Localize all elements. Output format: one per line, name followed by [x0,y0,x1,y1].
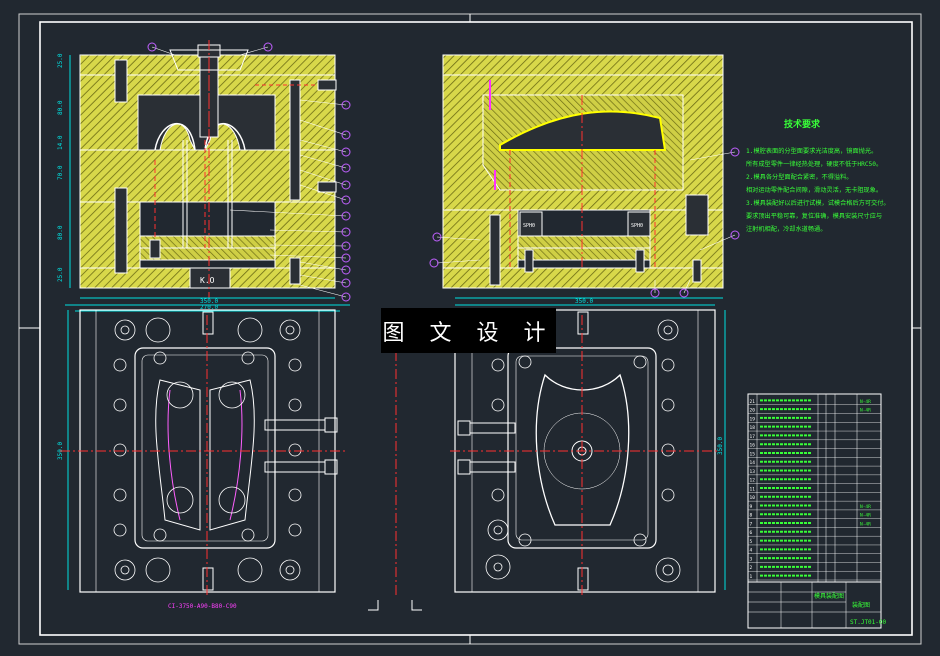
knockout-label: K.O [200,276,215,285]
tech-line-4: 相对运动零件配合间隙，滑动灵活，无卡阻现象。 [746,186,882,194]
dim-h1: 25.0 [57,53,64,68]
bom-row-number: 2 [750,565,753,571]
tech-line-1: 1.模腔表面的分型面要求光洁度高，镜面抛光。 [746,147,877,155]
bom-row-number: 16 [750,443,756,449]
bom-row-number: 13 [750,469,756,475]
bom-row-number: 15 [750,451,756,457]
dim-width-inner-left: 270.0 [200,304,218,311]
dim-width-outer-left: 350.0 [200,298,218,305]
bom-row-number: 10 [750,495,756,501]
bom-table: 212019181716151413121110987654321N-4RN-4… [747,393,882,583]
bom-row-number: 14 [750,460,756,466]
tech-line-6: 要求顶出平稳可靠，复位准确，模具安装尺寸应与 [746,212,882,220]
title-block-drawing-no: ST.JT01-00 [850,619,887,626]
tech-line-7: 注射机相配，冷却水道畅通。 [746,225,826,233]
bom-row-number: 19 [750,416,756,422]
main-section-view: K.O 25.0 80.0 14.0 70.0 80.0 25.0 [57,40,351,302]
tech-line-3: 2.模具各分型面配合紧密，不得溢料。 [746,173,852,181]
bom-row-number: 1 [750,574,753,580]
moving-half-plan-view: 350.0 270.0 350.0 [57,298,350,610]
bom-row-number: 17 [750,434,756,440]
bom-row-number: 8 [750,513,753,519]
bom-note: N-4R [860,399,871,405]
dim-h6: 25.0 [57,267,64,282]
title-block-name: 模具装配图 [814,592,844,600]
side-section-view: SPH0 SPH0 [429,54,740,299]
bom-note: N-4R [860,521,871,527]
bom-row-number: 3 [750,556,753,562]
dim-h2: 80.0 [57,100,64,115]
bom-note: N-4R [860,513,871,519]
dim-h4: 70.0 [57,165,64,180]
title-block: 模具装配图 装配图 ST.JT01-00 [747,581,887,629]
mold-base-caption: CI-3750-A90-B80-C90 [168,603,237,610]
bom-row-number: 18 [750,425,756,431]
tech-line-5: 3.模具装配好以后进行试模，试模合格后方可交付。 [746,199,890,207]
bom-row-number: 21 [750,399,756,405]
title-banner: 图 文 设 计 [381,308,556,353]
drawing-frame [18,13,922,645]
bom-row-number: 12 [750,478,756,484]
sph-label-1: SPH0 [523,223,535,229]
bom-row-number: 11 [750,486,756,492]
dim-width-outer-right: 350.0 [575,298,593,305]
dim-height-right: 350.0 [717,437,724,455]
bom-row-number: 20 [750,408,756,414]
bom-row-number: 5 [750,539,753,545]
title-block-sheet-label: 装配图 [852,601,870,609]
dim-h3: 14.0 [57,135,64,150]
dim-h5: 80.0 [57,225,64,240]
sph-label-2: SPH0 [631,223,643,229]
tech-line-2: 所有成型零件一律经热处理，硬度不低于HRC50。 [746,160,882,168]
title-banner-text: 图 文 设 计 [382,320,555,346]
bom-row-number: 7 [750,521,753,527]
bom-note: N-4R [860,504,871,510]
part-balloons [147,42,351,302]
bom-row-number: 6 [750,530,753,536]
technical-requirements: 技术要求 1.模腔表面的分型面要求光洁度高，镜面抛光。 所有成型零件一律经热处理… [746,118,890,233]
tech-requirements-heading: 技术要求 [784,118,821,130]
bom-row-number: 9 [750,504,753,510]
bom-row-number: 4 [750,548,753,554]
bom-note: N-4R [860,408,871,414]
leader-lines [151,46,347,298]
